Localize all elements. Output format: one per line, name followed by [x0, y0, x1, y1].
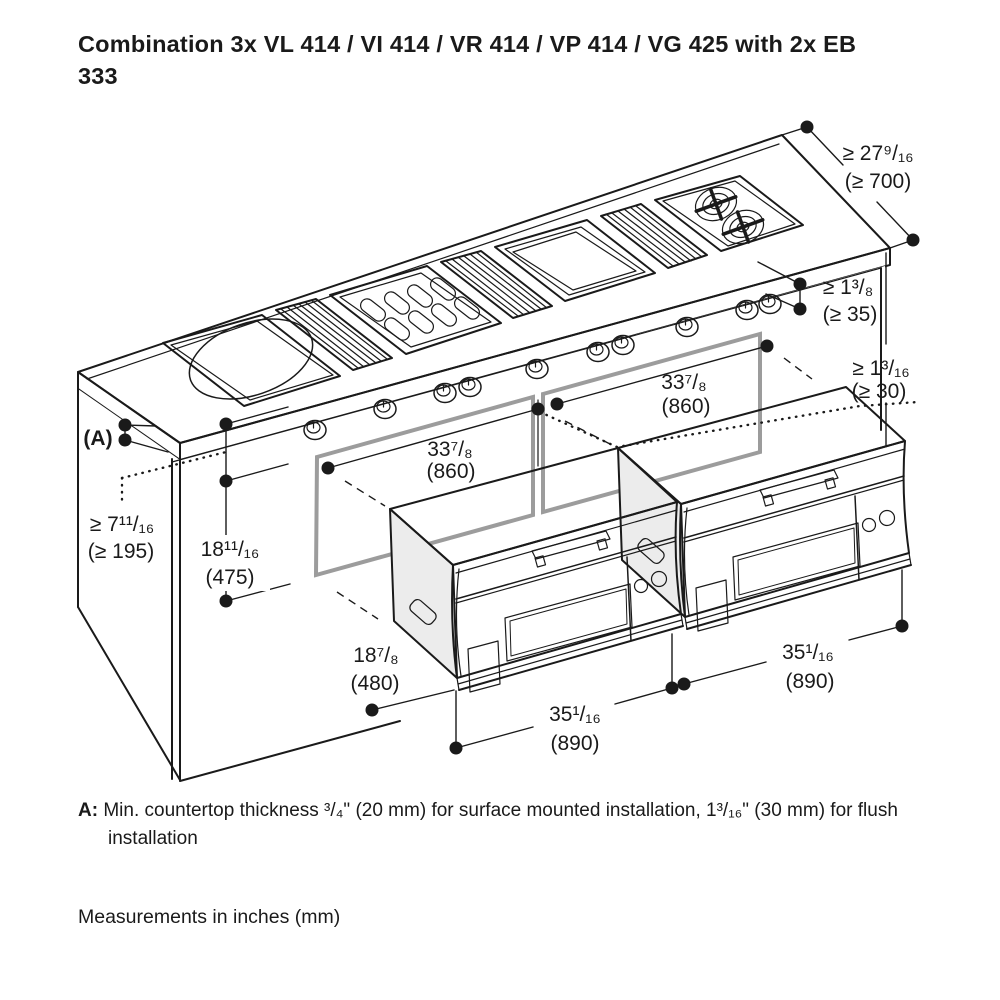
dim-label: ≥ 1³/₈ [823, 276, 874, 299]
dim-gap-35: ≥ 1³/₈ (≥ 35) [757, 261, 878, 326]
cooktop-module-vent-1 [275, 298, 393, 371]
countertop [77, 134, 891, 461]
dim-cutout-width-right: 33⁷/₈ (860) [550, 339, 774, 418]
dim-label: ≥ 27⁹/₁₆ [842, 142, 913, 165]
cutout-left [313, 394, 535, 578]
dim-duct-depth: ≥ 7¹¹/₁₆ (≥ 195) [88, 513, 154, 563]
flush-clearance-dotted-line [538, 400, 920, 449]
dim-oven-width-right: 35¹/₁₆ (890) [677, 569, 909, 693]
dim-marker-a: (A) [83, 418, 169, 453]
cooktop-module-vent-2 [440, 250, 553, 319]
cooktop-module-teppanyaki [494, 219, 656, 302]
grill-elements [359, 277, 481, 341]
dim-depth-700: ≥ 27⁹/₁₆ (≥ 700) [781, 120, 920, 249]
dim-label: (860) [426, 460, 475, 483]
dim-oven-width-left: 35¹/₁₆ (890) [449, 633, 679, 755]
dim-label: (860) [661, 395, 710, 418]
dim-label: (≥ 700) [845, 170, 911, 193]
dim-cutout-height: 18¹¹/₁₆ (475) [190, 406, 291, 608]
dim-label: 18⁷/₈ [353, 644, 399, 667]
dim-cutout-width-left: 33⁷/₈ (860) [321, 402, 545, 483]
base-cabinet [77, 266, 885, 782]
cooktop-module-gas [654, 175, 804, 252]
duct-clearance-lines [120, 450, 228, 505]
dimensions: ≥ 27⁹/₁₆ (≥ 700) ≥ 1³/₈ (≥ 35) ≥ 1³/₁₆ (… [83, 120, 920, 755]
dim-label: (≥ 30) [852, 380, 907, 403]
marker-a-label: (A) [83, 427, 112, 450]
dim-label: 33⁷/₈ [661, 371, 707, 394]
gas-burner [721, 209, 765, 245]
dim-label: 33⁷/₈ [427, 438, 473, 461]
dim-label: ≥ 1³/₁₆ [852, 357, 909, 380]
dim-label: 18¹¹/₁₆ [201, 538, 260, 561]
dim-label: (890) [550, 732, 599, 755]
measurements-note: Measurements in inches (mm) [78, 906, 341, 928]
dim-oven-depth: 18⁷/₈ (480) [350, 644, 457, 749]
dim-label: ≥ 7¹¹/₁₆ [90, 513, 154, 536]
dim-label: (890) [785, 670, 834, 693]
dim-label: 35¹/₁₆ [549, 703, 601, 726]
cooktop-module-vent-3 [600, 203, 708, 269]
dim-label: (≥ 195) [88, 540, 154, 563]
dim-gap-30: ≥ 1³/₁₆ (≥ 30) [852, 252, 910, 447]
gas-burner [694, 186, 738, 222]
page-title: Combination 3x VL 414 / VI 414 / VR 414 … [78, 31, 857, 90]
cooktop-modules [162, 175, 804, 407]
cutout-right [541, 331, 762, 515]
cooktop-module-grill [329, 265, 502, 355]
footnote-text: Min. countertop thickness ³/₄" (20 mm) f… [98, 800, 898, 849]
dim-label: (475) [205, 566, 254, 589]
dim-label: (≥ 35) [823, 303, 878, 326]
dim-label: 35¹/₁₆ [782, 641, 834, 664]
footnote: A: Min. countertop thickness ³/₄" (20 mm… [78, 797, 968, 853]
footnote-label: A: [78, 800, 99, 821]
dim-label: (480) [350, 672, 399, 695]
